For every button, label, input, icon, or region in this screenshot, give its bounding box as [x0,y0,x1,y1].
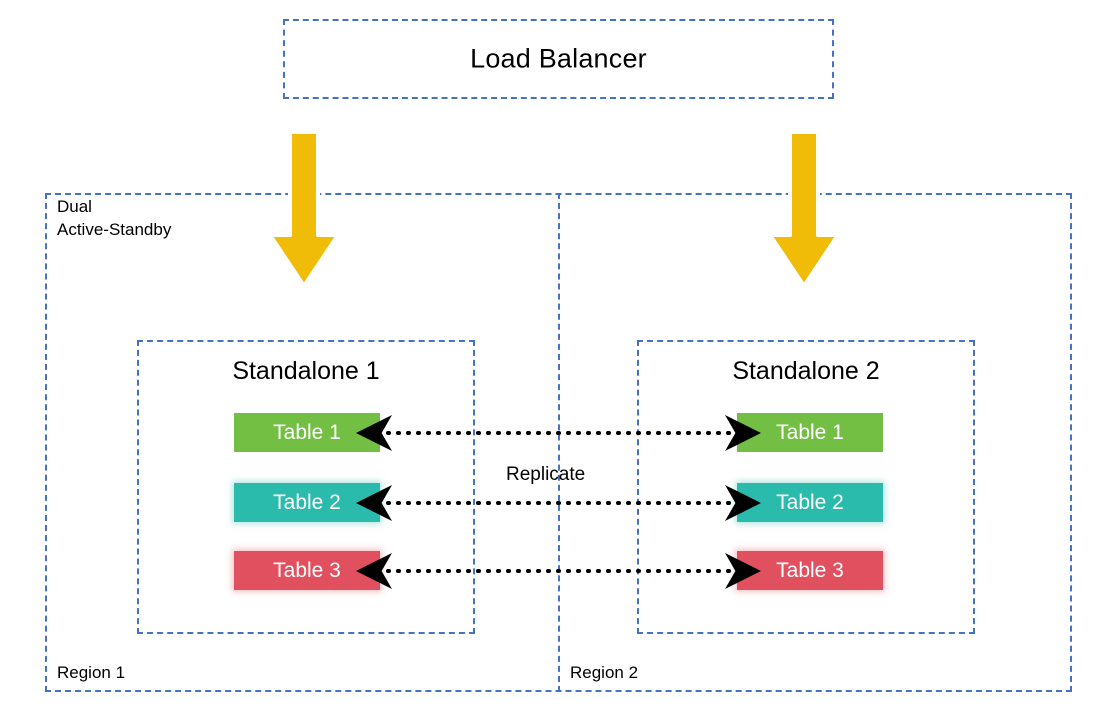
load-balancer-box: Load Balancer [283,19,834,99]
standalone-1-table-1: Table 1 [234,413,380,452]
replicate-label: Replicate [506,464,586,485]
standalone-2-table-2: Table 2 [737,483,883,522]
standalone-2-title: Standalone 2 [732,357,880,385]
traffic-arrow-right-icon [768,130,840,288]
standalone-1-title: Standalone 1 [232,357,380,385]
standalone-2-table-1: Table 1 [737,413,883,452]
standalone-1-table-3: Table 3 [234,551,380,590]
traffic-arrow-left-icon [268,130,340,288]
region-2-label: Region 2 [570,663,639,682]
standalone-1-table-2: Table 2 [234,483,380,522]
region-divider [558,193,560,692]
standalone-2-table-3: Table 3 [737,551,883,590]
load-balancer-label: Load Balancer [470,43,647,74]
dual-active-standby-label: Dual Active-Standby [57,197,172,239]
region-1-label: Region 1 [57,663,126,682]
